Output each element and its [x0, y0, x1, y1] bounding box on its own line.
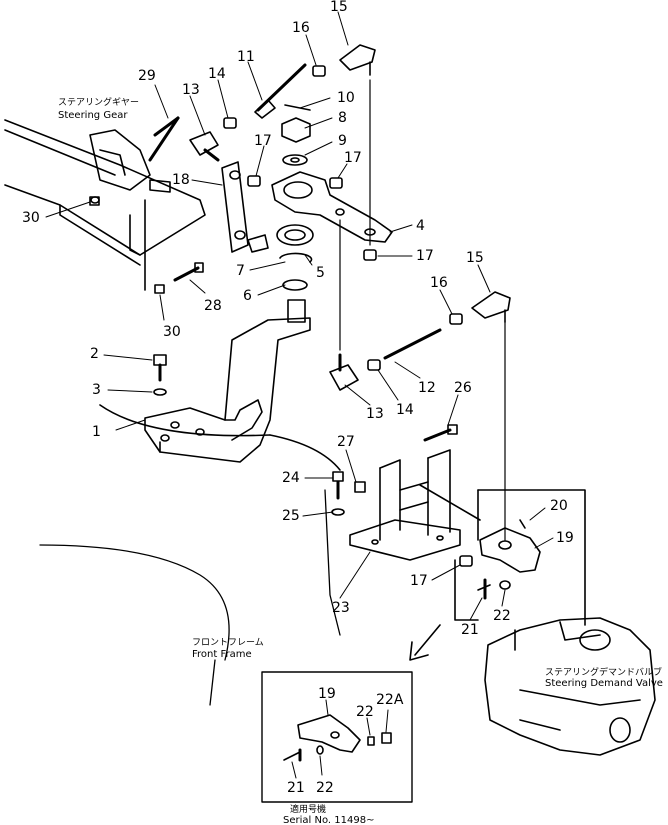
serial-inset — [261, 671, 413, 803]
inset-callout-19: 19 — [318, 686, 336, 702]
callout-6: 6 — [243, 288, 252, 304]
callout-29: 29 — [138, 68, 156, 84]
demand-valve-label-en: Steering Demand Valve — [545, 678, 663, 689]
leader-lines — [45, 11, 554, 621]
demand-valve-label-jp: ステアリングデマンドバルブ — [545, 666, 662, 678]
support-bracket-23 — [349, 449, 481, 561]
direction-arrow — [409, 624, 441, 661]
callout-15: 15 — [330, 0, 348, 15]
steering-demand-valve — [484, 617, 656, 756]
callout-14: 14 — [208, 66, 226, 82]
callout-13: 13 — [182, 82, 200, 98]
callout-3: 3 — [92, 382, 101, 398]
callout-4: 4 — [416, 218, 425, 234]
pitman-arm-4 — [271, 171, 393, 243]
callout-22: 22 — [493, 608, 511, 624]
callout-27: 27 — [337, 434, 355, 450]
bolt-13-upper — [189, 131, 220, 162]
rod-12-group — [329, 219, 442, 391]
nut-washer-stack — [281, 104, 311, 166]
text-labels: ステアリングギヤー Steering Gear フロントフレーム Front F… — [58, 96, 663, 825]
callout-16-b: 16 — [430, 275, 448, 291]
callout-8: 8 — [338, 110, 347, 126]
rod-11 — [254, 63, 307, 119]
inset-callout-21: 21 — [287, 780, 305, 796]
callout-7: 7 — [236, 263, 245, 279]
callout-17-d: 17 — [410, 573, 428, 589]
steering-gear-frame — [4, 116, 206, 291]
front-frame-outline — [39, 489, 341, 706]
callout-11: 11 — [237, 49, 255, 65]
callout-30-b: 30 — [163, 324, 181, 340]
callout-30-a: 30 — [22, 210, 40, 226]
serial-label-en: Serial No. 11498~ — [283, 815, 374, 825]
callout-14-b: 14 — [396, 402, 414, 418]
steering-gear-label-en: Steering Gear — [58, 110, 128, 121]
link-plate-18 — [221, 161, 249, 253]
callout-17-a: 17 — [344, 150, 362, 166]
bolts-middle — [331, 424, 458, 516]
callout-17-b: 17 — [254, 133, 272, 149]
callout-1: 1 — [92, 424, 101, 440]
inset-callout-22A: 22A — [376, 692, 404, 708]
callout-28: 28 — [204, 298, 222, 314]
inset-callout-22-b: 22 — [316, 780, 334, 796]
callout-9: 9 — [338, 133, 347, 149]
callout-24: 24 — [282, 470, 300, 486]
callout-21: 21 — [461, 622, 479, 638]
callout-26: 26 — [454, 380, 472, 396]
nuts — [223, 65, 473, 567]
callout-2: 2 — [90, 346, 99, 362]
callout-17-c: 17 — [416, 248, 434, 264]
callout-12: 12 — [418, 380, 436, 396]
callout-15-b: 15 — [466, 250, 484, 266]
callout-19: 19 — [556, 530, 574, 546]
serial-label-jp: 適用号機 — [290, 803, 326, 815]
callout-numbers: 15 16 11 14 13 29 10 8 9 17 17 18 4 30 7… — [22, 0, 574, 796]
bolts-left — [89, 116, 204, 294]
rod-end-15-lower — [471, 291, 511, 541]
callout-5: 5 — [316, 265, 325, 281]
callout-18: 18 — [172, 172, 190, 188]
callout-20: 20 — [550, 498, 568, 514]
callout-23: 23 — [332, 600, 350, 616]
callout-25: 25 — [282, 508, 300, 524]
bearing-group — [247, 224, 314, 291]
bolt-2-washer-3 — [153, 354, 167, 396]
front-frame-label-jp: フロントフレーム — [192, 637, 264, 648]
inset-callout-22-a: 22 — [356, 704, 374, 720]
steering-gear-label-jp: ステアリングギヤー — [58, 96, 139, 108]
front-frame-label-en: Front Frame — [192, 649, 252, 660]
callout-16: 16 — [292, 20, 310, 36]
callout-10: 10 — [337, 90, 355, 106]
callout-13-b: 13 — [366, 406, 384, 422]
bracket-1 — [99, 299, 341, 471]
